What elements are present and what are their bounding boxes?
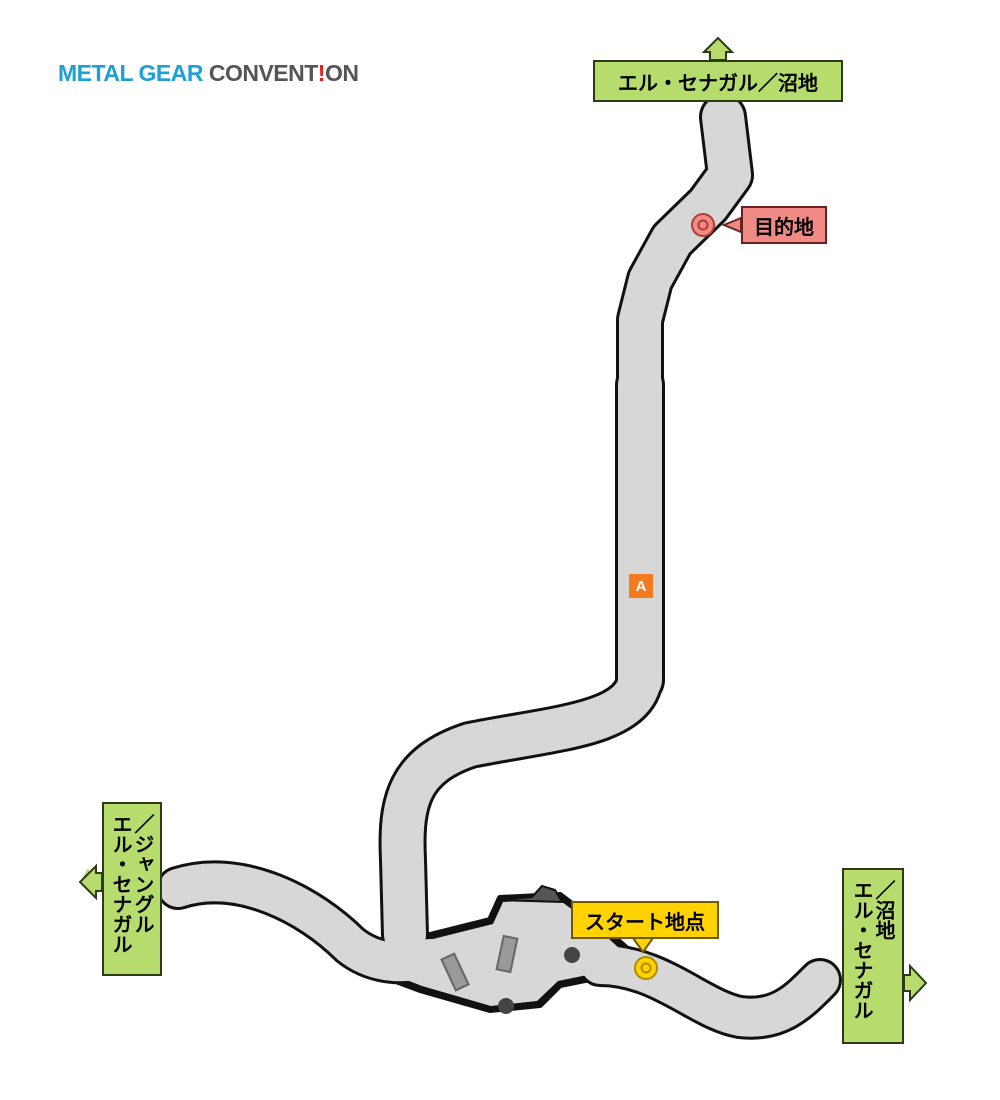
arrow-up-icon [701,36,735,61]
crate-1 [440,952,470,992]
path-north [619,96,751,406]
logo-part-3: ! [317,60,326,86]
rock-1 [564,947,580,963]
path-network [156,93,842,1040]
start-pin-center [640,962,652,974]
exit-arrows [78,36,928,1003]
destination-label: 目的地 [741,206,827,244]
exit-north-label: エル・セナガル／沼地 [593,60,843,102]
destination-pin-icon [691,213,715,237]
exit-west-line-2: ／ジャングル [131,814,155,934]
start-pin-icon [634,956,658,980]
path-curve [381,659,661,956]
exit-east-line-1: エル・セナガル [850,880,874,1020]
rock-2 [498,998,514,1014]
exit-west-line-1: エル・セナガル [109,814,133,954]
obstacles [440,884,580,1014]
pins [631,213,742,980]
start-label: スタート地点 [571,901,719,939]
logo-part-4: ON [324,60,359,86]
site-logo: METAL GEAR CONVENT!ON [58,60,359,87]
destination-pin-center [697,219,709,231]
logo-part-2: CONVENT [208,60,318,86]
arrow-left-icon-full [78,863,103,901]
marker-a: A [629,574,653,598]
arrow-right-icon [903,963,928,1003]
crate-2 [495,934,519,974]
exit-east-label: エル・セナガル ／沼地 [842,868,904,1044]
building-dark [495,884,564,904]
exit-east-line-2: ／沼地 [872,880,896,940]
exit-west-label: エル・セナガル ／ジャングル [102,802,162,976]
logo-part-1: METAL GEAR [58,60,209,86]
